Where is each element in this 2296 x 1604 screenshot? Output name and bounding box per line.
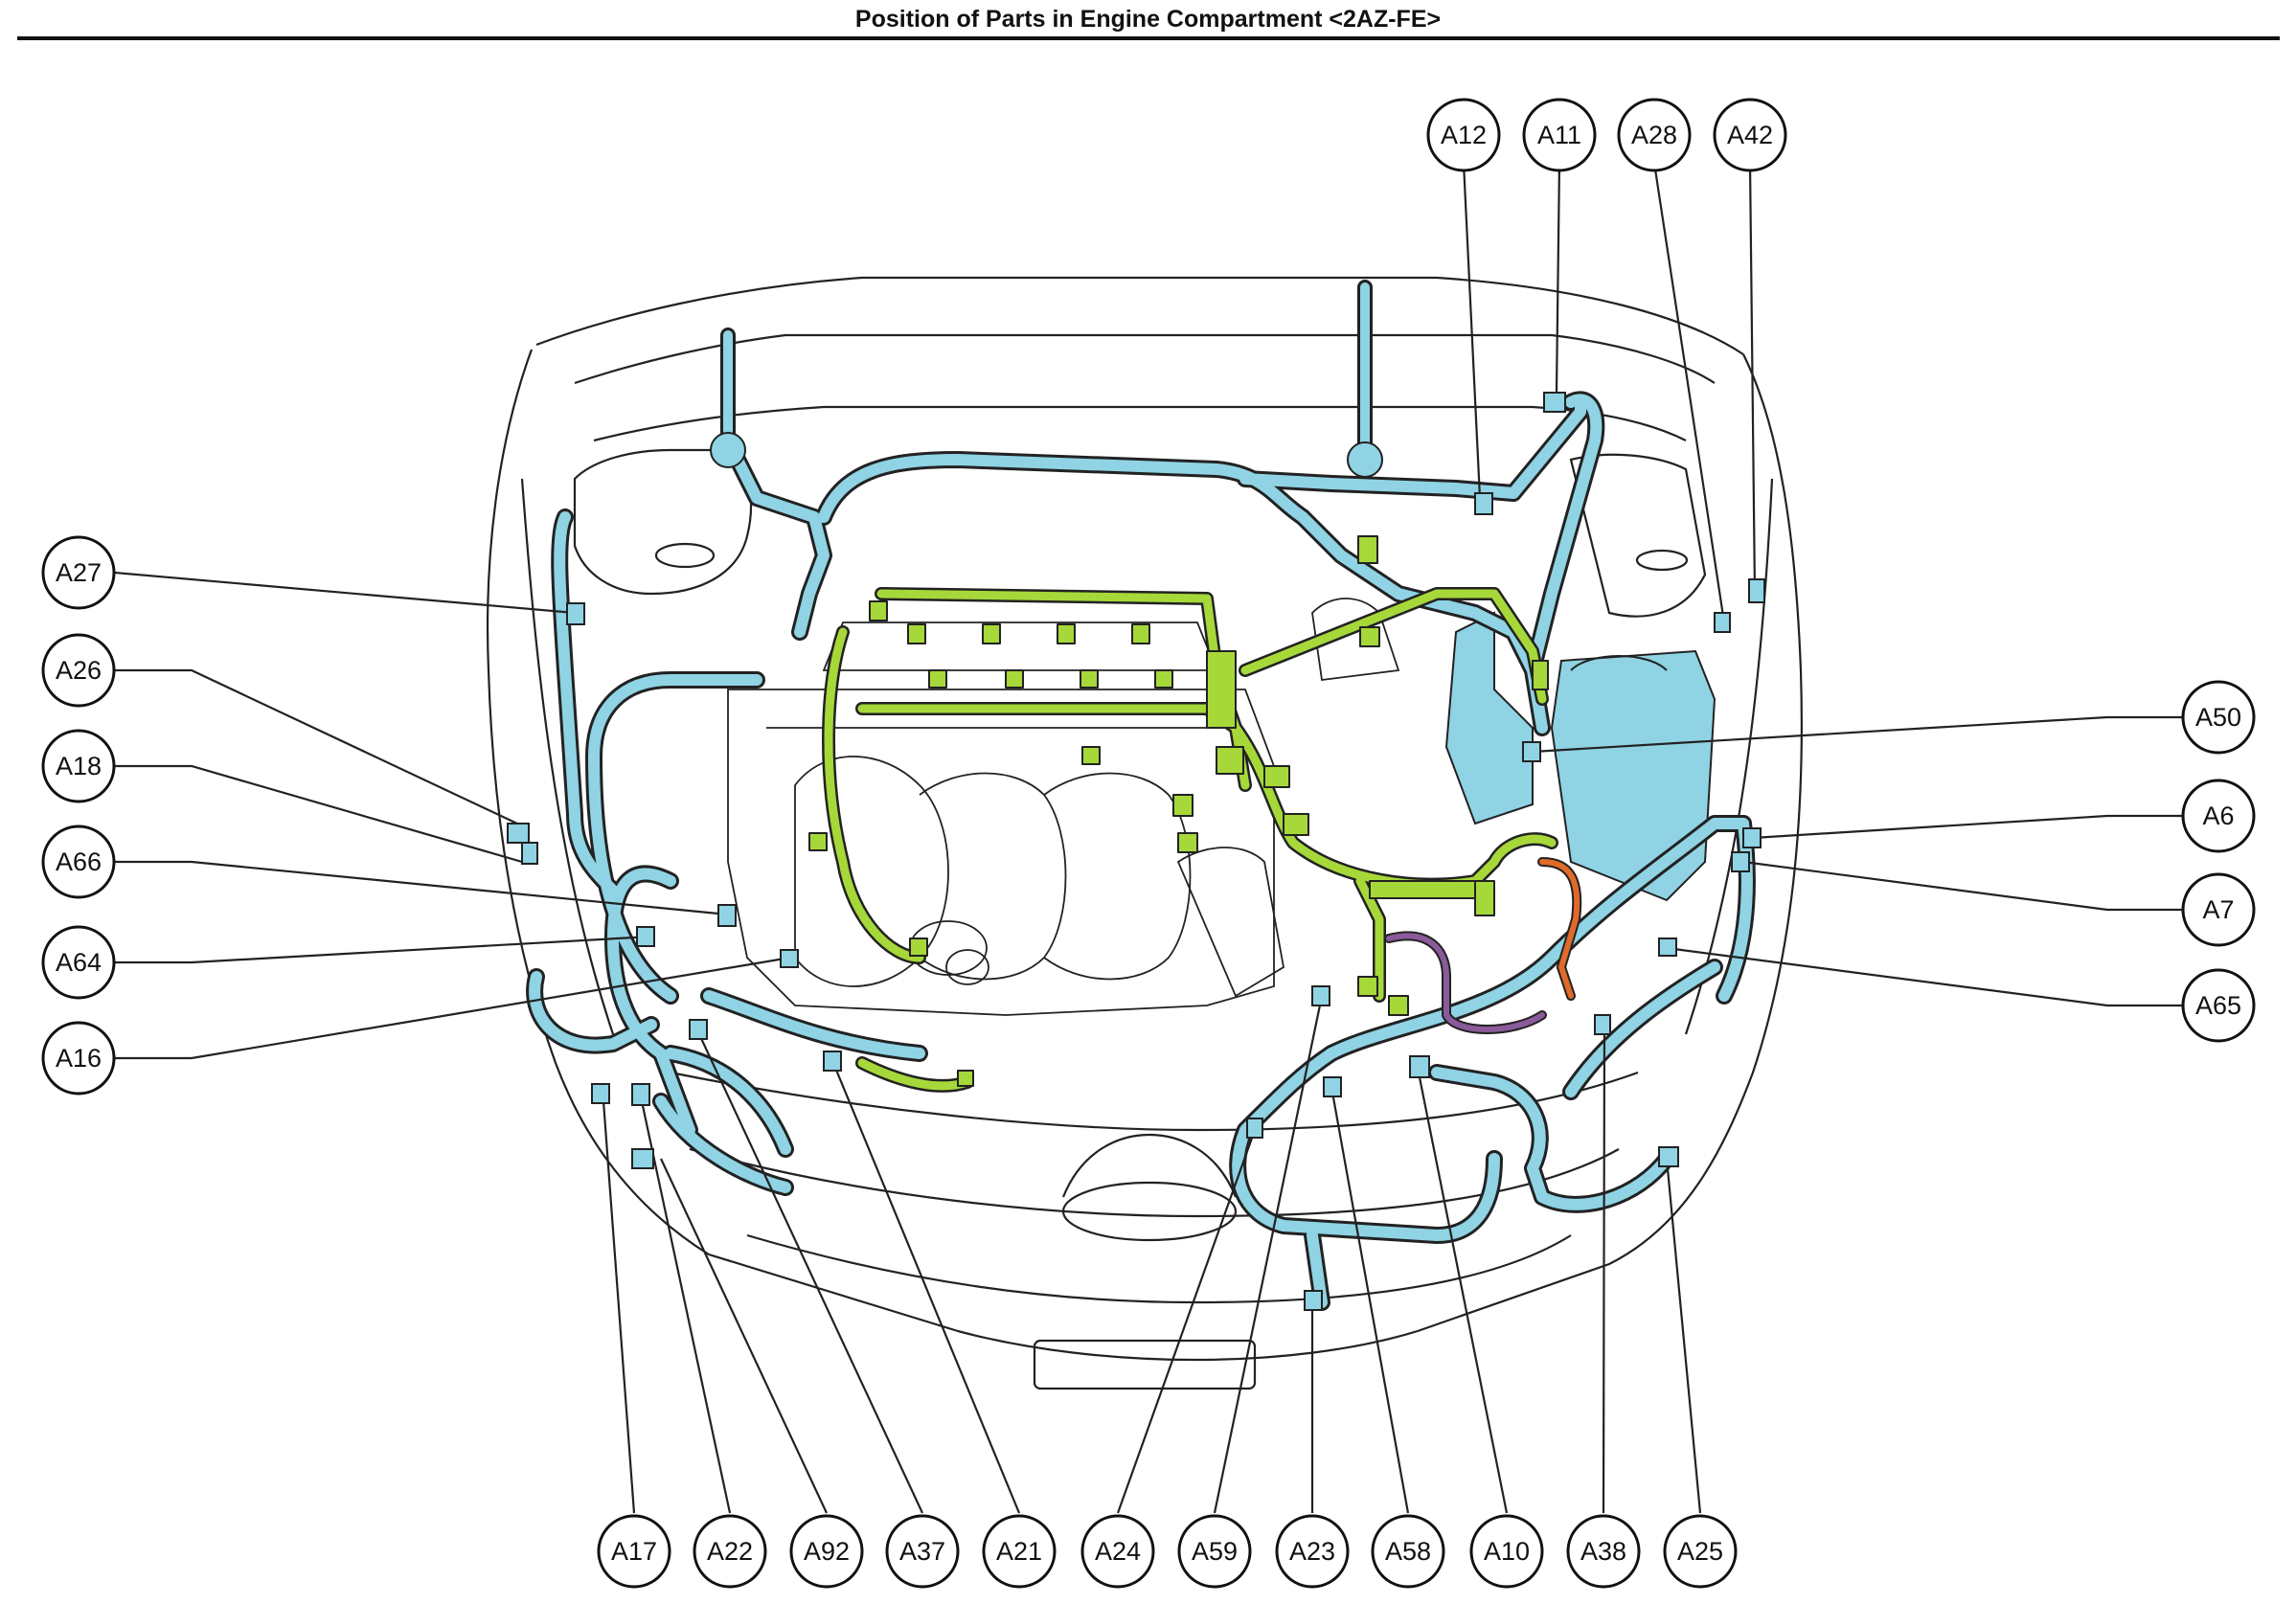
callout-label: A64 [56,948,102,977]
callout-circle-A59 [1177,1514,1252,1589]
callout-label: A17 [611,1537,657,1566]
callout-label: A58 [1385,1537,1431,1566]
callout-circle-A25 [1663,1514,1738,1589]
orange-harness [1537,857,1582,1001]
callout-label: A27 [56,558,102,587]
callout-label: A65 [2195,991,2241,1020]
callout-label: A26 [56,656,102,685]
callout-label: A11 [1537,121,1581,149]
callout-circle-A6 [2181,779,2256,853]
callout-circle-A58 [1371,1514,1445,1589]
callout-circle-A22 [693,1514,767,1589]
connector-markers [507,392,1765,1311]
callout-label: A7 [2202,895,2234,924]
callout-circle-A18 [41,729,116,803]
callout-label: A23 [1289,1537,1335,1566]
callout-circle-A7 [2181,872,2256,947]
leader-lines [114,162,2182,1514]
callout-label: A10 [1484,1537,1530,1566]
callout-circles [41,98,2256,1589]
callout-circle-A23 [1275,1514,1350,1589]
callout-label: A16 [56,1044,102,1073]
callout-label: A59 [1192,1537,1238,1566]
callout-circle-A17 [597,1514,671,1589]
battery-area [1444,611,1716,902]
callout-label: A92 [804,1537,850,1566]
callout-circle-A65 [2181,968,2256,1043]
callout-label: A6 [2202,802,2234,830]
callout-label: A21 [996,1537,1042,1566]
callout-label: A22 [707,1537,753,1566]
callout-label: A24 [1095,1537,1141,1566]
title-rule [17,36,2280,40]
callout-label: A28 [1631,121,1677,149]
engine-harness [808,535,1558,1093]
callout-label: A37 [899,1537,945,1566]
callout-label: A25 [1677,1537,1723,1566]
callout-label: A38 [1580,1537,1626,1566]
callout-label: A12 [1441,121,1487,149]
callout-label: A50 [2195,703,2241,732]
callout-circle-A10 [1469,1514,1544,1589]
callout-circle-A92 [789,1514,864,1589]
callout-circle-A27 [41,535,116,610]
purple-harness [1384,931,1547,1034]
callout-circle-A37 [885,1514,960,1589]
callout-circle-A26 [41,633,116,708]
callout-circle-A66 [41,825,116,899]
callout-circle-A50 [2181,680,2256,755]
callout-label: A42 [1727,121,1773,149]
callout-labels: A12 A11 A28 A42 A27 A26 A18 A66 A64 A16 … [56,121,2241,1566]
callout-circle-A12 [1426,98,1501,172]
callout-circle-A21 [982,1514,1057,1589]
callout-circle-A28 [1617,98,1692,172]
callout-label: A66 [56,847,102,876]
callout-circle-A11 [1522,98,1597,172]
callout-circle-A16 [41,1021,116,1096]
callout-label: A18 [56,752,102,780]
callout-circle-A64 [41,925,116,1000]
callout-circle-A42 [1713,98,1787,172]
callout-circle-A38 [1566,1514,1641,1589]
diagram-title: Position of Parts in Engine Compartment … [854,6,1442,33]
main-harness [526,280,1756,1311]
callout-circle-A24 [1080,1514,1155,1589]
engine-block [727,598,1400,1016]
